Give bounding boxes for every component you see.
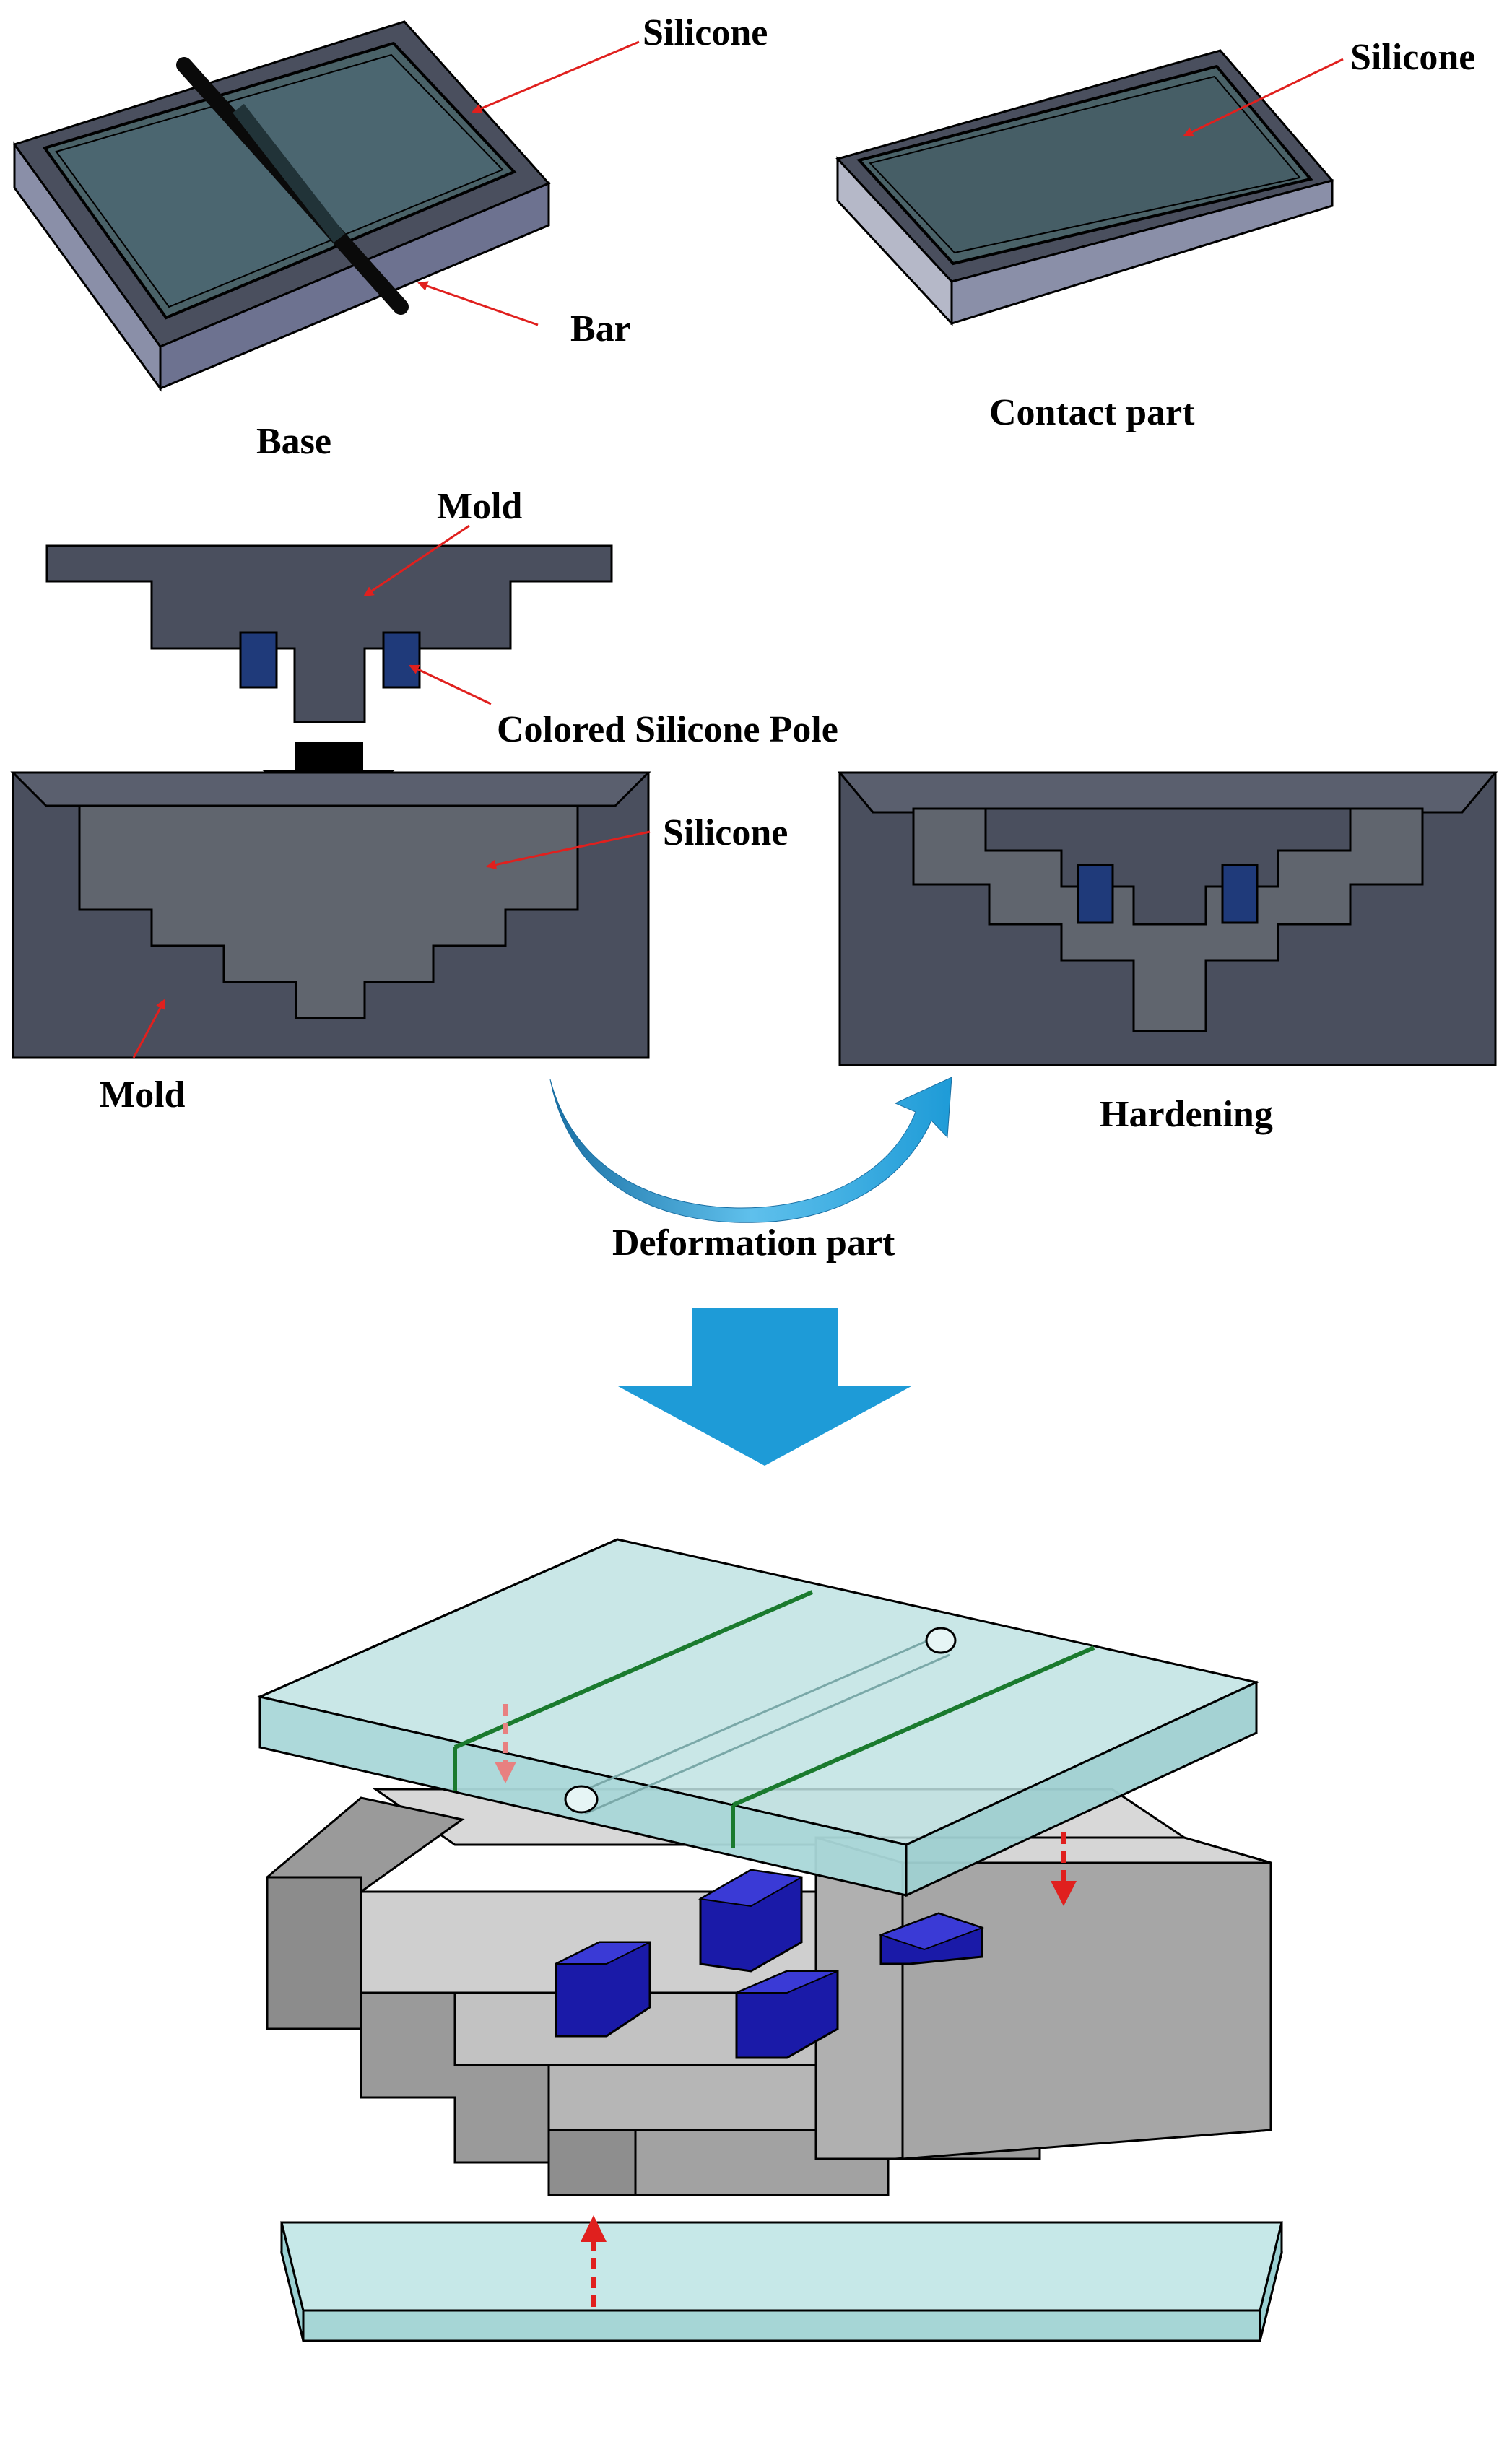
label-bar: Bar xyxy=(570,308,631,349)
label-base: Base xyxy=(256,421,331,462)
label-hardening: Hardening xyxy=(1100,1094,1273,1135)
bottom-glass-plate xyxy=(280,2221,1283,2342)
curved-process-arrow xyxy=(549,1077,952,1223)
red-dashed-arrows xyxy=(495,1704,1077,2307)
label-deformation-part: Deformation part xyxy=(612,1222,895,1264)
top-mold xyxy=(45,544,613,723)
colored-silicone-pole-left xyxy=(239,631,278,689)
blue-cubes xyxy=(555,1869,984,2059)
label-mold-top: Mold xyxy=(437,486,523,527)
leader-lines xyxy=(132,40,1344,1058)
contact-part-tray xyxy=(835,49,1334,326)
label-contact-silicone: Silicone xyxy=(1350,37,1475,78)
mold-with-silicone xyxy=(10,771,651,1059)
label-mold-bottom: Mold xyxy=(100,1074,186,1116)
colored-silicone-pole-right xyxy=(382,631,421,689)
colored-silicone-pole-right xyxy=(1221,864,1259,924)
colored-silicone-pole-left xyxy=(1077,864,1114,924)
label-mold-silicone: Silicone xyxy=(663,812,788,853)
label-colored-silicone-pole: Colored Silicone Pole xyxy=(497,709,838,750)
green-marker-line xyxy=(731,1645,1095,1807)
base-tray xyxy=(12,20,551,392)
top-glass-plate xyxy=(256,1538,1260,1897)
exploded-assembly xyxy=(256,1538,1283,2342)
hardened-mold xyxy=(837,771,1498,1066)
label-base-silicone: Silicone xyxy=(643,12,768,53)
down-arrow-blue xyxy=(618,1308,911,1466)
label-contact-part: Contact part xyxy=(989,392,1195,433)
green-marker-line xyxy=(453,1590,814,1749)
